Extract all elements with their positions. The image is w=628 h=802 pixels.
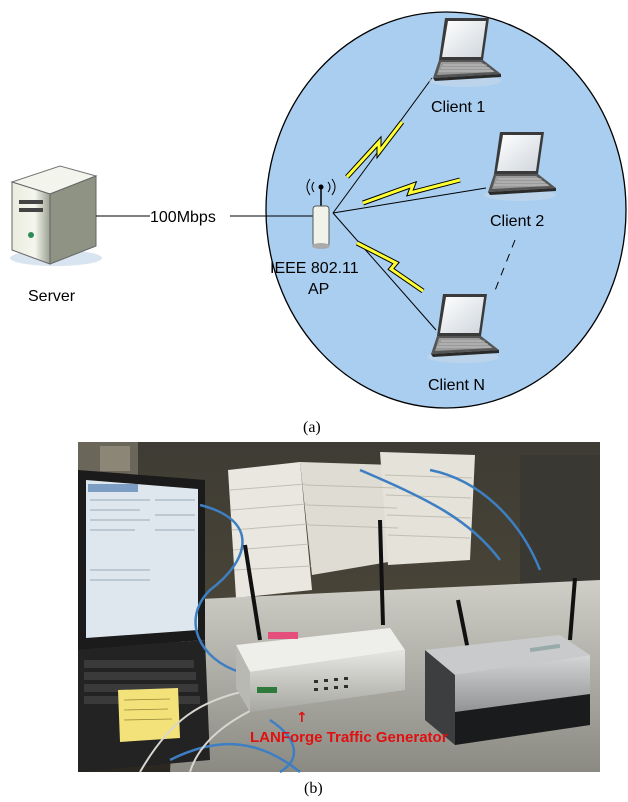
client-2-label: Client 2 — [490, 213, 544, 230]
server-label: Server — [28, 288, 76, 305]
ray-client-n — [332, 212, 437, 331]
client-n-label: Client N — [428, 377, 485, 394]
laptop-photo — [78, 470, 210, 772]
access-point-icon — [306, 178, 336, 249]
ap-label-line1: IEEE 802.11 — [270, 260, 359, 277]
paper-stacks — [228, 452, 475, 598]
wireless-cell — [265, 11, 627, 409]
server-icon — [10, 165, 102, 266]
lanforge-box — [236, 519, 405, 712]
testbed-photo — [78, 442, 600, 774]
caption-a: (a) — [303, 419, 321, 436]
ellipsis-dashes — [493, 239, 516, 294]
ap-label-line2: AP — [308, 281, 329, 298]
ray-client-2 — [332, 187, 487, 214]
annotation-arrow: ↑ — [296, 710, 308, 726]
wireless-router — [425, 577, 590, 745]
link-speed-label: 100Mbps — [150, 209, 216, 226]
lanforge-annotation: LANForge Traffic Generator — [250, 729, 448, 746]
client-1-label: Client 1 — [431, 99, 485, 116]
caption-b: (b) — [304, 780, 323, 797]
